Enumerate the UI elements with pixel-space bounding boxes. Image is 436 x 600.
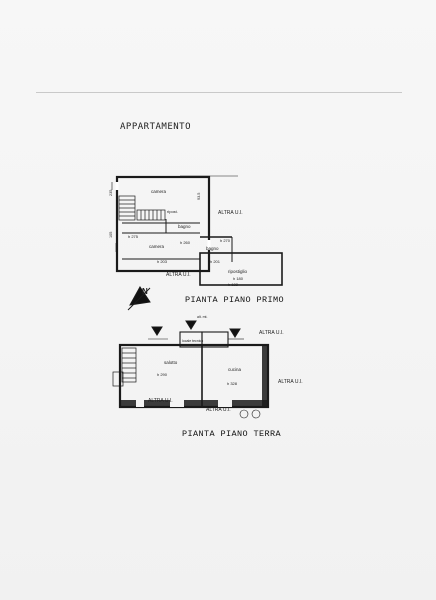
ff-neighbour-bottom: ALTRA U.I.	[166, 272, 191, 278]
gf-outer-wall	[118, 343, 270, 409]
gf-stair	[112, 347, 137, 387]
gf-top-note: alt. mt.	[197, 315, 208, 319]
ff-room-bagno-1: bagno	[178, 224, 191, 229]
ff-room-ripost: ripost.	[167, 209, 178, 214]
gf-h-290: h 290	[157, 372, 168, 377]
ff-dim-235: 235	[109, 190, 113, 196]
ff-h-203: h 203	[157, 259, 168, 264]
gf-room-cucina: cucina	[228, 367, 242, 372]
ff-h-270: h 270	[220, 238, 231, 243]
first-floor-caption: PIANTA PIANO PRIMO	[185, 295, 285, 305]
sheet-border	[36, 92, 402, 593]
gf-room-soggiorno: salotto	[164, 360, 178, 365]
gf-neighbour-top-right: ALTRA U.I.	[259, 330, 284, 336]
ff-room-ripostiglio: ripostiglio	[228, 269, 248, 274]
gf-neighbour-right: ALTRA U.I.	[278, 379, 303, 385]
ff-room-camera-top: camera	[151, 189, 167, 194]
gf-neighbour-bottom-left: ALTRA U.I.	[148, 398, 173, 404]
ground-floor-plan	[112, 320, 270, 419]
ff-stair	[118, 195, 166, 221]
ff-h-132: h 132	[228, 282, 239, 287]
ff-room-camera-mid: camera	[149, 244, 165, 249]
ff-h-260: h 260	[180, 240, 191, 245]
ff-h-275: h 275	[128, 234, 139, 239]
ff-h-201: h 201	[210, 259, 221, 264]
ff-dim-105: 105	[109, 232, 113, 238]
gf-neighbour-bottom-right: ALTRA U.I.	[206, 407, 231, 413]
ground-floor-caption: PIANTA PIANO TERRA	[182, 429, 282, 439]
first-floor-plan	[111, 175, 283, 286]
sheet-title: APPARTAMENTO	[120, 122, 192, 132]
ff-outer-wall	[115, 175, 211, 273]
north-arrow-symbol	[127, 286, 151, 311]
ff-room-bagno-2: bagno	[206, 246, 219, 251]
gf-h-328: h 328	[227, 381, 238, 386]
ff-dim-93: 93.5	[197, 193, 201, 200]
ff-ripostiglio-wall	[199, 252, 283, 286]
north-arrow-label: N	[142, 287, 148, 296]
gf-locale-tecnico: locale tecnico	[182, 339, 203, 343]
ff-h-180: h 180	[233, 276, 244, 281]
ff-neighbour-right: ALTRA U.I.	[218, 210, 243, 216]
